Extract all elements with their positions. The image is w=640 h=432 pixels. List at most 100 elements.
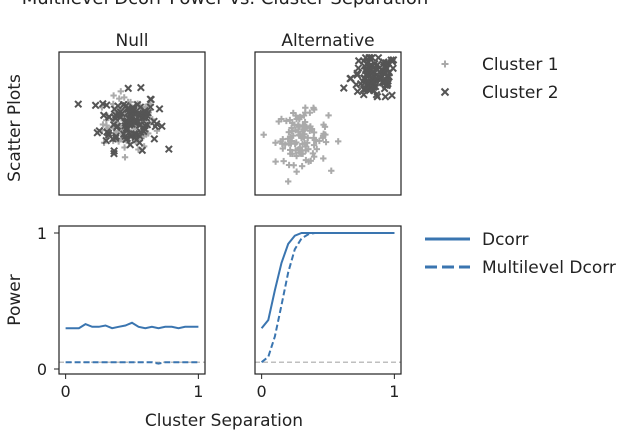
power-alternative-frame [254, 225, 402, 375]
scatter-point [305, 158, 312, 165]
power-null-frame [58, 225, 206, 375]
scatter-point [288, 127, 296, 135]
scatter-point [339, 84, 348, 92]
scatter-point [384, 77, 392, 85]
scatter-point [310, 106, 318, 113]
scatter-point [313, 145, 320, 153]
scatter-point [95, 126, 104, 135]
scatter-point [322, 131, 329, 138]
scatter-point [150, 134, 159, 143]
scatter-point [361, 53, 370, 62]
row-label-power: Power [5, 274, 25, 325]
scatter-point [293, 115, 300, 123]
scatter-point [277, 138, 284, 145]
scatter-point [300, 122, 307, 129]
scatter-point [260, 131, 267, 138]
scatter-point [373, 92, 382, 101]
scatter-point [131, 115, 140, 124]
x-tick-label: 0 [61, 382, 71, 401]
scatter-point [316, 137, 323, 145]
scatter-point [304, 134, 312, 142]
legend-marker-cluster-1 [441, 60, 449, 68]
scatter-point [143, 111, 151, 120]
power-panel-null [59, 321, 205, 365]
scatter-point [287, 140, 295, 147]
scatter-point [275, 118, 282, 125]
scatter-point [353, 87, 362, 96]
scatter-point [307, 123, 314, 130]
scatter-panel-alternative [260, 53, 398, 185]
scatter-point [110, 149, 118, 158]
scatter-point [293, 168, 300, 175]
scatter-point [373, 66, 382, 75]
scatter-point [298, 134, 305, 142]
scatter-point [116, 107, 125, 116]
x-tick-label: 0 [257, 382, 267, 401]
scatter-point [354, 56, 363, 65]
scatter-point [346, 74, 355, 83]
scatter-point [123, 124, 132, 133]
scatter-point [320, 155, 327, 162]
legend-label-dcorr: Dcorr [482, 230, 529, 250]
scatter-point [138, 146, 147, 155]
scatter-point [146, 95, 155, 104]
panel-title-null: Null [116, 31, 149, 51]
series-line-dcorr [65, 321, 199, 330]
x-tick-label: 1 [389, 382, 399, 401]
series-line-multilevel-dcorr [260, 232, 395, 363]
scatter-point [302, 109, 309, 116]
scatter-point [363, 59, 372, 68]
scatter-point [321, 123, 329, 131]
scatter-point [102, 136, 111, 145]
scatter-point [291, 121, 298, 128]
series-line-dcorr [260, 232, 395, 329]
scatter-point [285, 161, 293, 169]
scatter-point [354, 64, 363, 73]
panel-title-alternative: Alternative [281, 31, 374, 51]
scatter-point [301, 125, 308, 133]
scatter-point [114, 102, 122, 110]
scatter-point [136, 83, 145, 92]
scatter-point [310, 129, 318, 136]
scatter-point [116, 95, 123, 102]
scatter-point [157, 122, 166, 131]
scatter-point [371, 82, 380, 91]
scatter-point [121, 135, 130, 144]
scatter-point [103, 128, 111, 136]
scatter-point [112, 123, 121, 132]
scatter-point [309, 150, 317, 157]
scatter-panel-null [74, 83, 173, 161]
scatter-point [362, 85, 371, 94]
scatter-point [136, 128, 145, 136]
scatter-point [280, 157, 287, 165]
series-line-multilevel-dcorr [65, 361, 199, 365]
scatter-point [272, 158, 279, 165]
scatter-point [334, 138, 342, 145]
scatter-point [301, 118, 309, 126]
power-panel-alternative [255, 232, 401, 363]
scatter-point [310, 153, 318, 160]
scatter-point [131, 117, 140, 126]
legend-label-multilevel-dcorr: Multilevel Dcorr [482, 258, 616, 278]
scatter-point [388, 57, 397, 66]
scatter-point [110, 92, 117, 99]
scatter-point [121, 154, 129, 161]
scatter-point [117, 88, 124, 95]
scatter-point [74, 100, 83, 109]
scatter-point [296, 149, 303, 156]
scatter-point [302, 147, 309, 154]
scatter-point [293, 139, 300, 146]
scatter-point [359, 77, 367, 86]
scatter-point [293, 152, 300, 160]
scatter-point [284, 178, 292, 185]
scatter-point [296, 113, 304, 121]
scatter-point [367, 68, 376, 76]
scatter-point [310, 141, 318, 149]
scatter-point [353, 71, 362, 79]
scatter-point [381, 92, 390, 101]
scatter-point [140, 106, 149, 115]
scatter-null-frame [58, 51, 206, 196]
legend-label-cluster-2: Cluster 2 [482, 83, 559, 103]
